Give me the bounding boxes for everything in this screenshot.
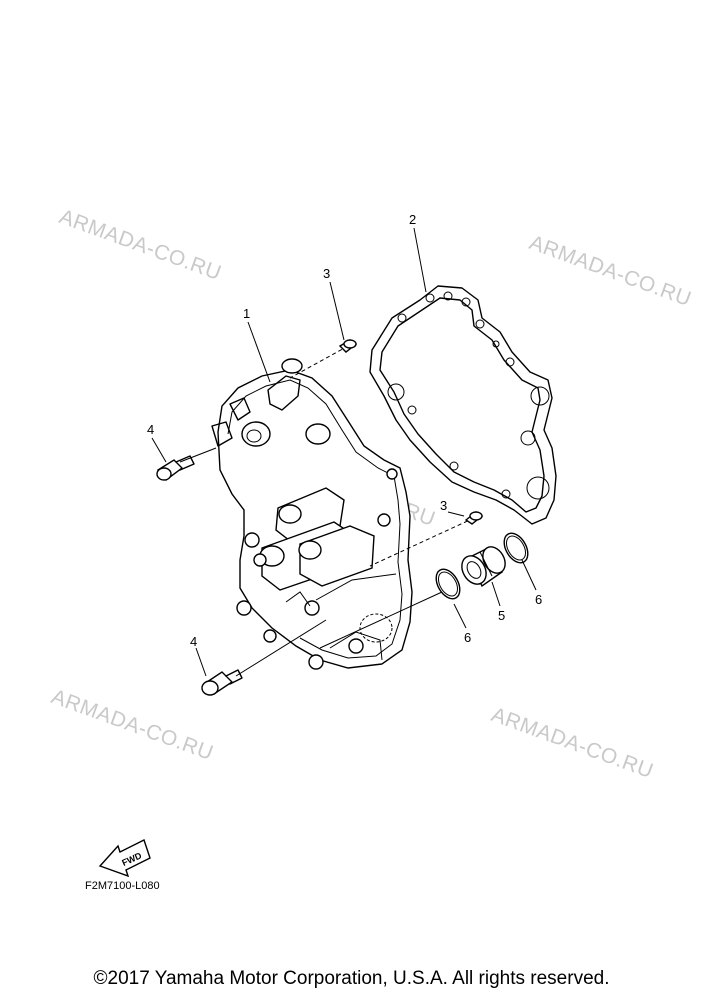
part-o-ring-left: [435, 568, 461, 600]
callout-numbers: 1 2 3 3 4 4 5 6 6: [147, 212, 542, 649]
watermark-bottom-left: ARMADA-CO.RU: [48, 685, 216, 765]
axis-4b: [235, 619, 327, 677]
fwd-arrow: FWD: [98, 839, 151, 878]
axis-3b: [369, 517, 475, 567]
diagram-code: F2M7100-L080: [85, 880, 160, 892]
leader-3a: [329, 281, 345, 341]
leader-6b: [521, 559, 537, 591]
leader-3b: [447, 511, 465, 517]
axis-4a: [179, 447, 217, 463]
fwd-arrow-icon: [98, 839, 151, 878]
leader-6a: [453, 603, 467, 629]
part-gasket: [369, 285, 557, 525]
callout-6-right: 6: [535, 592, 542, 607]
copyright-notice: ©2017 Yamaha Motor Corporation, U.S.A. A…: [93, 968, 610, 989]
leader-2: [413, 227, 427, 293]
part-cover: [211, 358, 413, 670]
callout-3-lower: 3: [440, 498, 447, 513]
callout-1: 1: [243, 306, 250, 321]
leader-4b: [195, 647, 207, 677]
part-dowel-pin-upper: [338, 339, 358, 353]
watermark-top-right: ARMADA-CO.RU: [526, 231, 694, 311]
callout-2: 2: [409, 212, 416, 227]
part-bolt-upper: [156, 455, 195, 481]
watermark-top-left: ARMADA-CO.RU: [56, 205, 224, 285]
part-dowel-pin-lower: [464, 511, 484, 525]
leader-1: [247, 321, 271, 383]
watermark-bottom-right: ARMADA-CO.RU: [488, 703, 656, 783]
callout-3-upper: 3: [323, 266, 330, 281]
leader-5: [491, 581, 501, 607]
part-bolt-lower: [201, 669, 243, 696]
leader-4a: [151, 437, 167, 463]
part-collar: [461, 546, 506, 588]
callout-4-lower: 4: [190, 634, 197, 649]
axis-6a: [319, 591, 443, 649]
part-o-ring-right: [503, 532, 529, 564]
callout-5: 5: [498, 608, 505, 623]
callout-4-upper: 4: [147, 422, 154, 437]
leader-lines: [151, 227, 537, 677]
callout-6-left: 6: [464, 630, 471, 645]
